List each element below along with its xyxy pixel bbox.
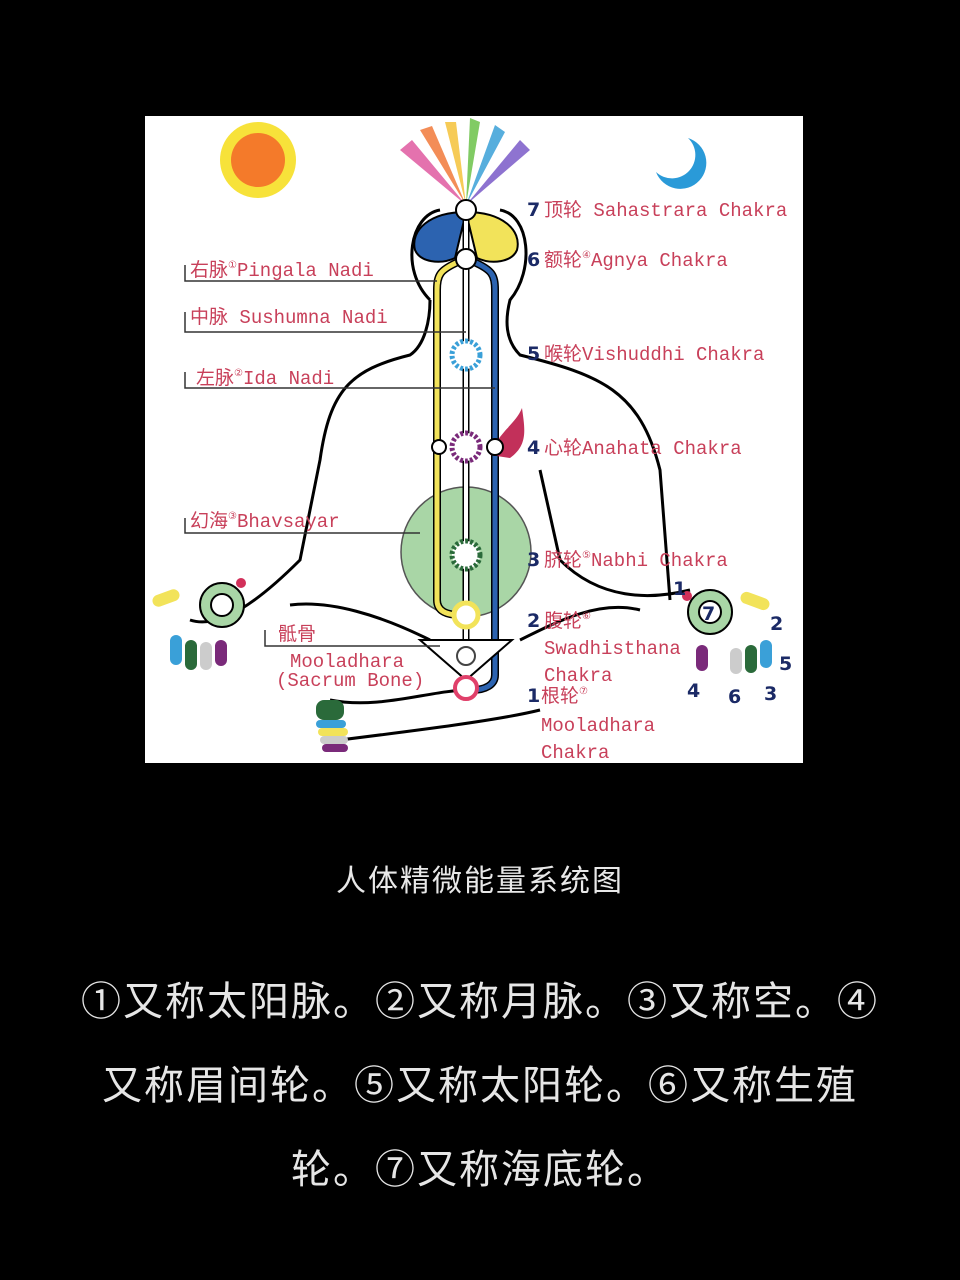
svg-text:5: 5 <box>527 343 540 365</box>
svg-text:根轮⑦: 根轮⑦ <box>541 685 588 708</box>
hand-number: 5 <box>779 653 792 675</box>
chakra-3-node <box>449 538 483 572</box>
svg-text:Swadhisthana: Swadhisthana <box>544 638 681 660</box>
sacrum-triangle <box>417 639 515 682</box>
chakra-nodes <box>431 199 504 701</box>
crown-rays-icon <box>400 118 530 205</box>
svg-text:脐轮⑤Nabhi Chakra: 脐轮⑤Nabhi Chakra <box>544 549 728 572</box>
svg-text:Chakra: Chakra <box>544 665 612 687</box>
moon-icon <box>656 138 707 189</box>
legs-outline <box>289 602 641 742</box>
hand-number: 3 <box>764 683 777 705</box>
leader-lines <box>184 265 495 647</box>
svg-text:额轮④Agnya Chakra: 额轮④Agnya Chakra <box>544 249 728 272</box>
hand-number: 6 <box>728 686 741 708</box>
svg-text:腹轮⑥: 腹轮⑥ <box>544 610 591 633</box>
sacrum-label: 骶骨 <box>278 623 316 646</box>
svg-text:2: 2 <box>527 610 540 632</box>
footnotes: ①又称太阳脉。②又称月脉。③又称空。④又称眉间轮。⑤又称太阳轮。⑥又称生殖轮。⑦… <box>81 979 879 1193</box>
svg-text:喉轮Vishuddhi Chakra: 喉轮Vishuddhi Chakra <box>544 343 764 366</box>
head-blue-lobe <box>413 210 468 263</box>
left-hand <box>152 578 246 670</box>
figure-caption: 人体精微能量系统图 <box>336 864 624 899</box>
hand-number: 1 <box>673 578 686 600</box>
svg-text:心轮Anahata Chakra: 心轮Anahata Chakra <box>544 437 742 460</box>
svg-text:Mooladhara: Mooladhara <box>541 715 655 737</box>
chakra-1-node <box>453 675 479 701</box>
hand-number: 2 <box>770 613 783 635</box>
sacrum-name: Mooladhara <box>290 651 404 673</box>
sushumna-label: 中脉 Sushumna Nadi <box>190 306 388 329</box>
chakra-6-node <box>455 248 477 270</box>
ida-label: 左脉②Ida Nadi <box>196 367 334 390</box>
body-outline <box>189 208 691 624</box>
svg-text:顶轮 Sahastrara Chakra: 顶轮 Sahastrara Chakra <box>544 199 787 222</box>
chakra-2-node <box>451 600 481 630</box>
hand-number: 7 <box>702 603 715 625</box>
chakra-4-node <box>449 430 483 464</box>
svg-text:7: 7 <box>527 199 540 221</box>
right-hand <box>682 589 772 674</box>
chakra-7-node <box>455 199 477 221</box>
pingala-label: 右脉①Pingala Nadi <box>190 259 374 282</box>
chakra-5-node <box>449 338 483 372</box>
bhavsayar-label: 幻海③Bhavsayar <box>190 510 340 533</box>
wrist-bands <box>316 700 348 752</box>
svg-text:4: 4 <box>527 437 540 459</box>
svg-text:6: 6 <box>527 249 540 271</box>
hand-number: 4 <box>687 680 700 702</box>
svg-text:3: 3 <box>527 549 540 571</box>
sun-icon <box>220 122 296 198</box>
svg-text:Chakra: Chakra <box>541 742 609 764</box>
head-yellow-lobe <box>464 210 519 263</box>
sacrum-name-2: (Sacrum Bone) <box>276 670 424 692</box>
svg-text:1: 1 <box>527 685 540 707</box>
